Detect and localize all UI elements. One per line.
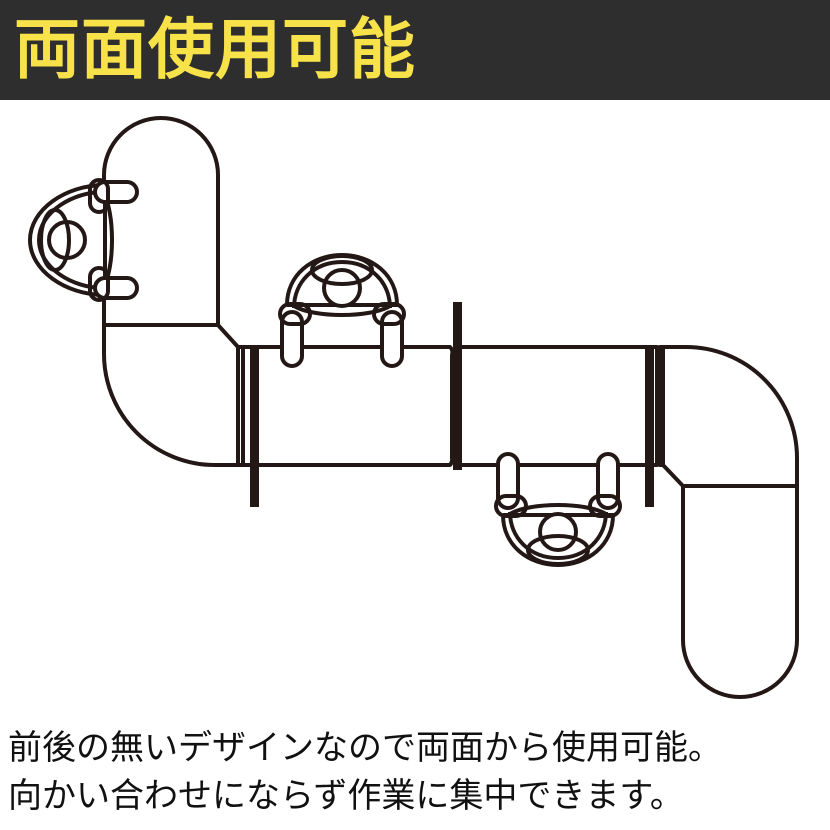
desk-straight-2: [451, 345, 659, 467]
caption: 前後の無いデザインなので両面から使用可能。 向かい合わせにならず作業に集中できま…: [8, 724, 828, 820]
desk-top-left-end: [102, 116, 220, 327]
partition-right: [645, 347, 654, 507]
caption-line-2: 向かい合わせにならず作業に集中できます。: [8, 776, 684, 816]
chair-right: [494, 452, 622, 568]
chair-left: [27, 178, 139, 302]
desk-right-corner: [658, 345, 799, 488]
desk-bottom-right-end: [681, 484, 799, 699]
title-banner: 両面使用可能: [0, 0, 830, 100]
partition-left: [250, 345, 259, 507]
chair-middle: [278, 252, 406, 368]
caption-line-1: 前後の無いデザインなので両面から使用可能。: [8, 728, 722, 768]
desk-left-corner: [102, 323, 245, 467]
desk-straight-1: [241, 345, 455, 467]
desk-layout-diagram: [27, 116, 799, 699]
banner-title: 両面使用可能: [14, 11, 416, 88]
partition-middle: [453, 302, 462, 470]
